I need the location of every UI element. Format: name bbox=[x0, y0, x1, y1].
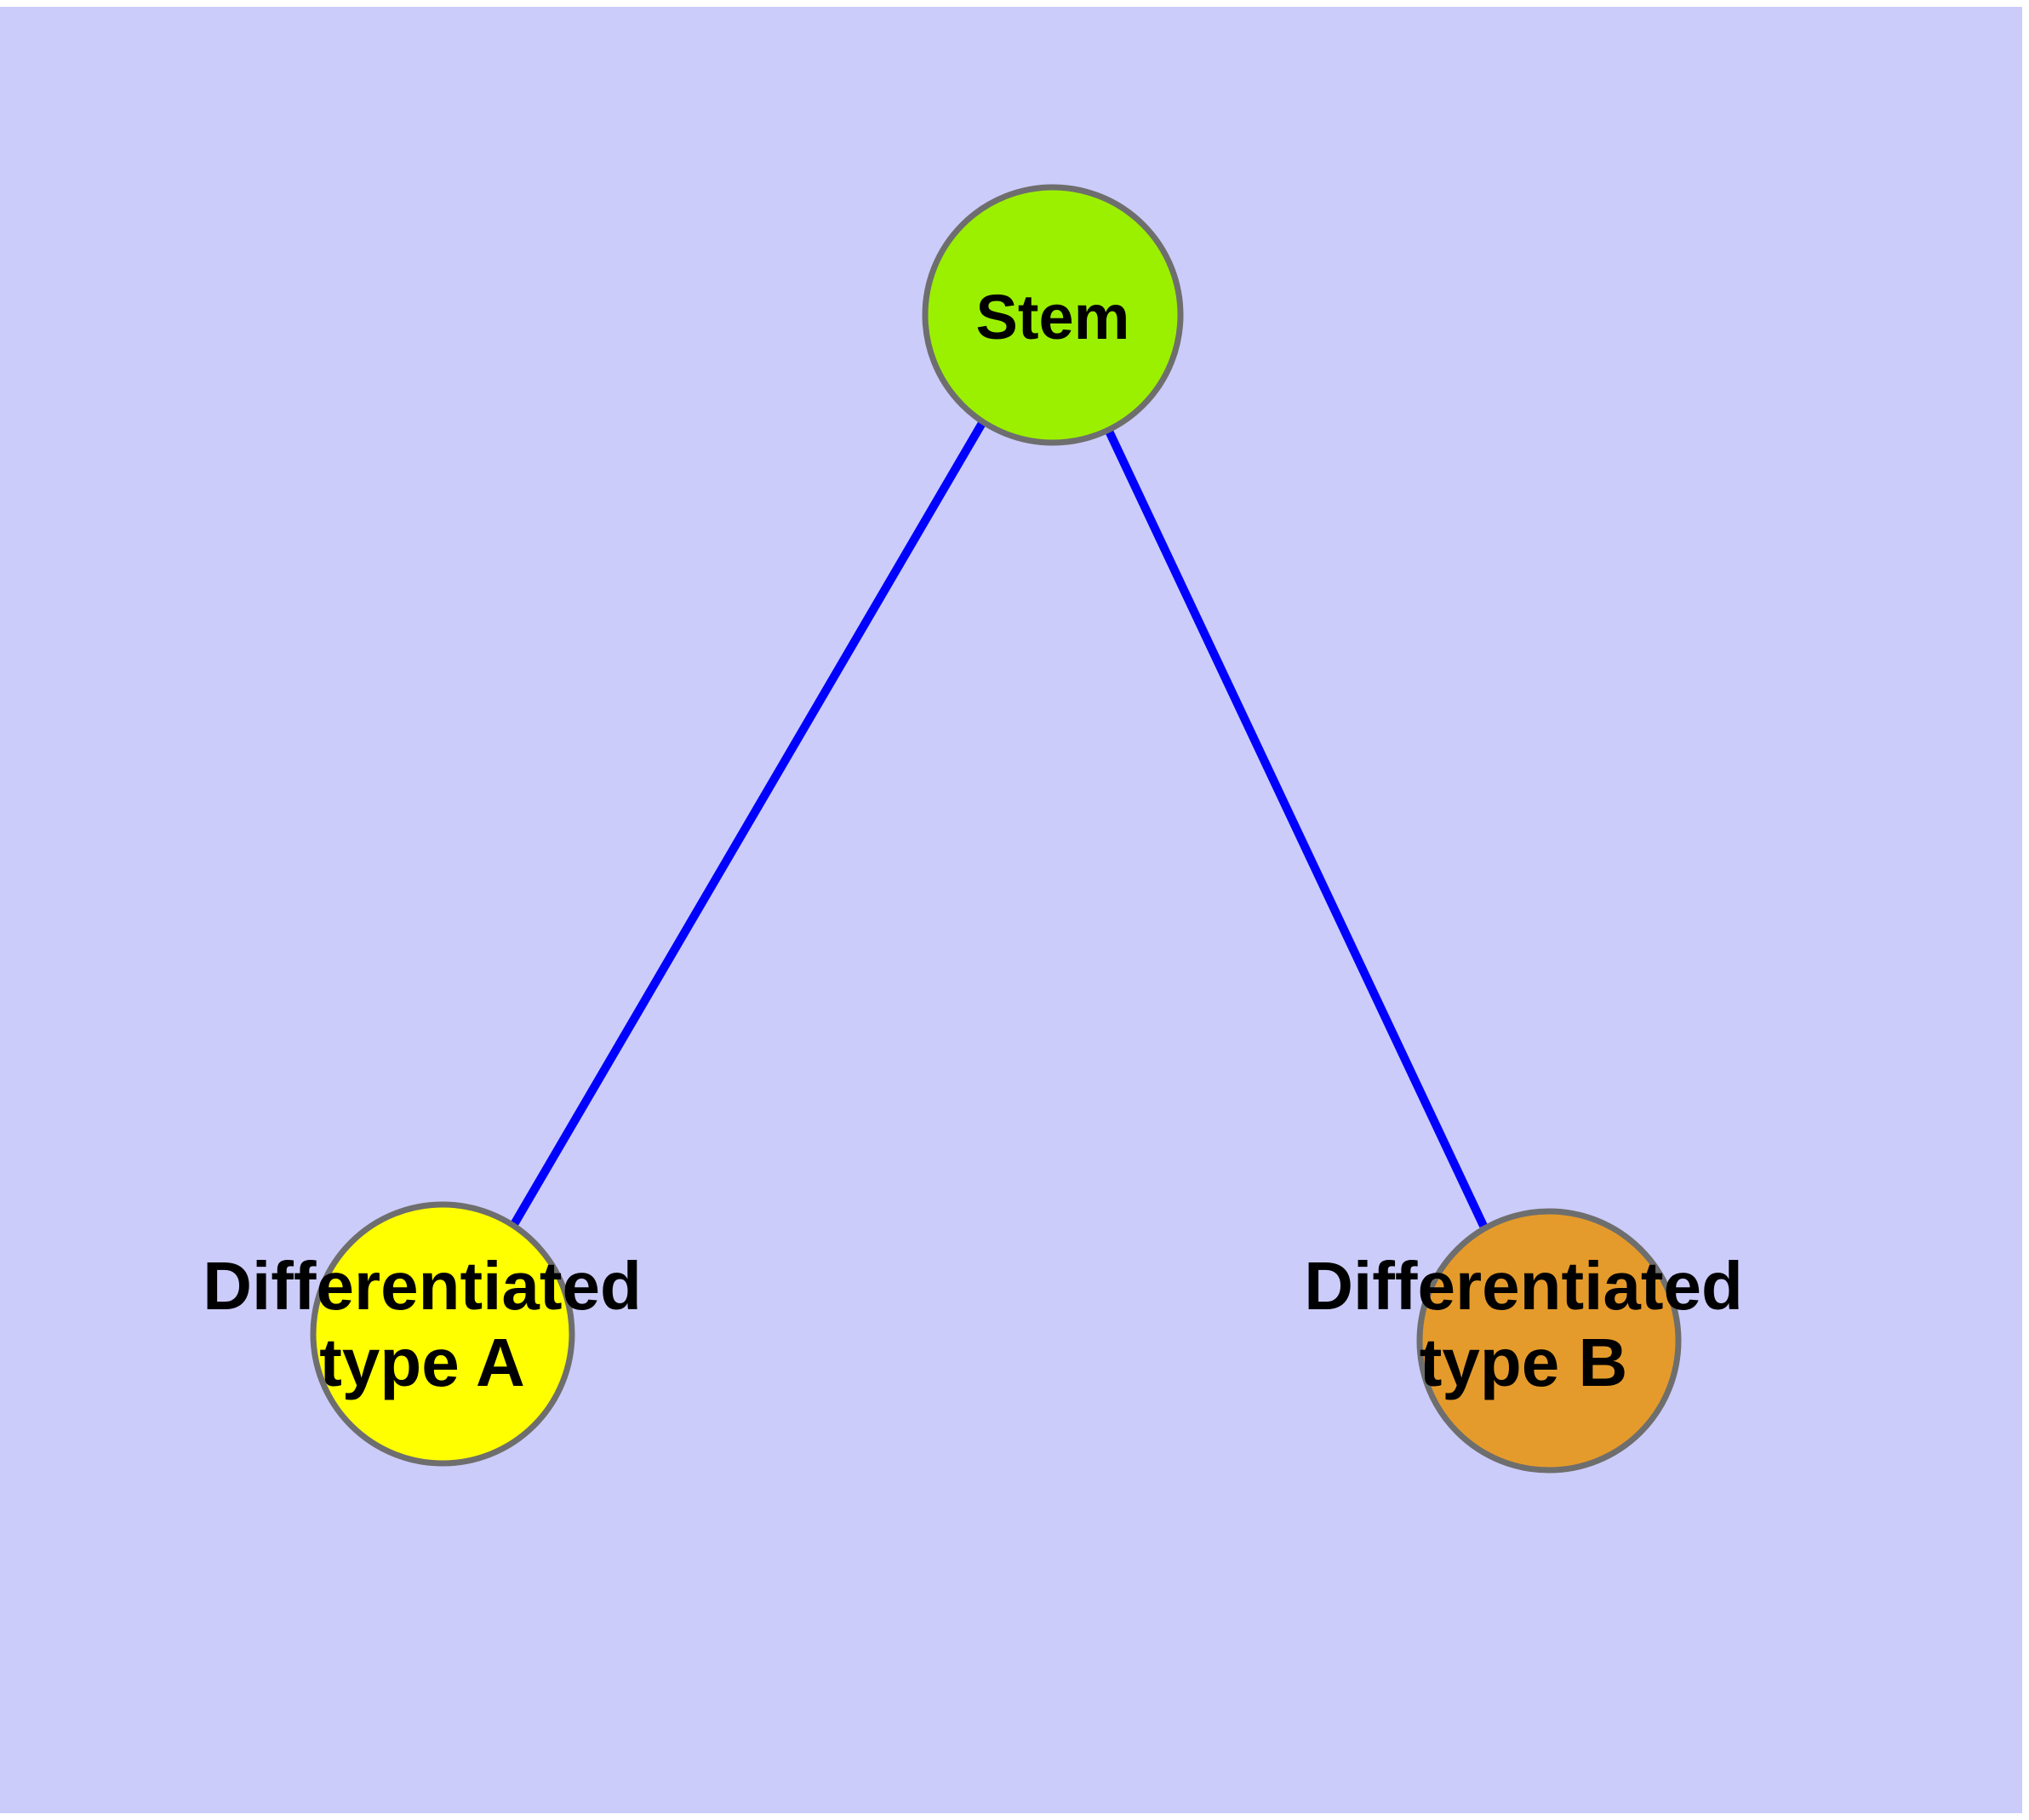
node-stem[interactable] bbox=[922, 184, 1184, 446]
node-label-line: type A bbox=[319, 1325, 525, 1400]
edges-layer bbox=[509, 421, 1488, 1228]
node-differentiated-type-b[interactable] bbox=[1416, 1208, 1682, 1474]
edge-stem-to-diff-b[interactable] bbox=[1102, 423, 1488, 1228]
node-label-line: type B bbox=[1420, 1325, 1628, 1400]
node-label-stem: Stem bbox=[976, 282, 1130, 352]
node-differentiated-type-a[interactable] bbox=[310, 1201, 575, 1467]
node-label-line: Differentiated bbox=[1304, 1248, 1743, 1324]
edge-stem-to-diff-a[interactable] bbox=[509, 421, 986, 1228]
nodes-layer bbox=[310, 184, 1682, 1474]
node-label-line: Differentiated bbox=[203, 1248, 642, 1324]
node-label-line: Stem bbox=[976, 282, 1130, 352]
